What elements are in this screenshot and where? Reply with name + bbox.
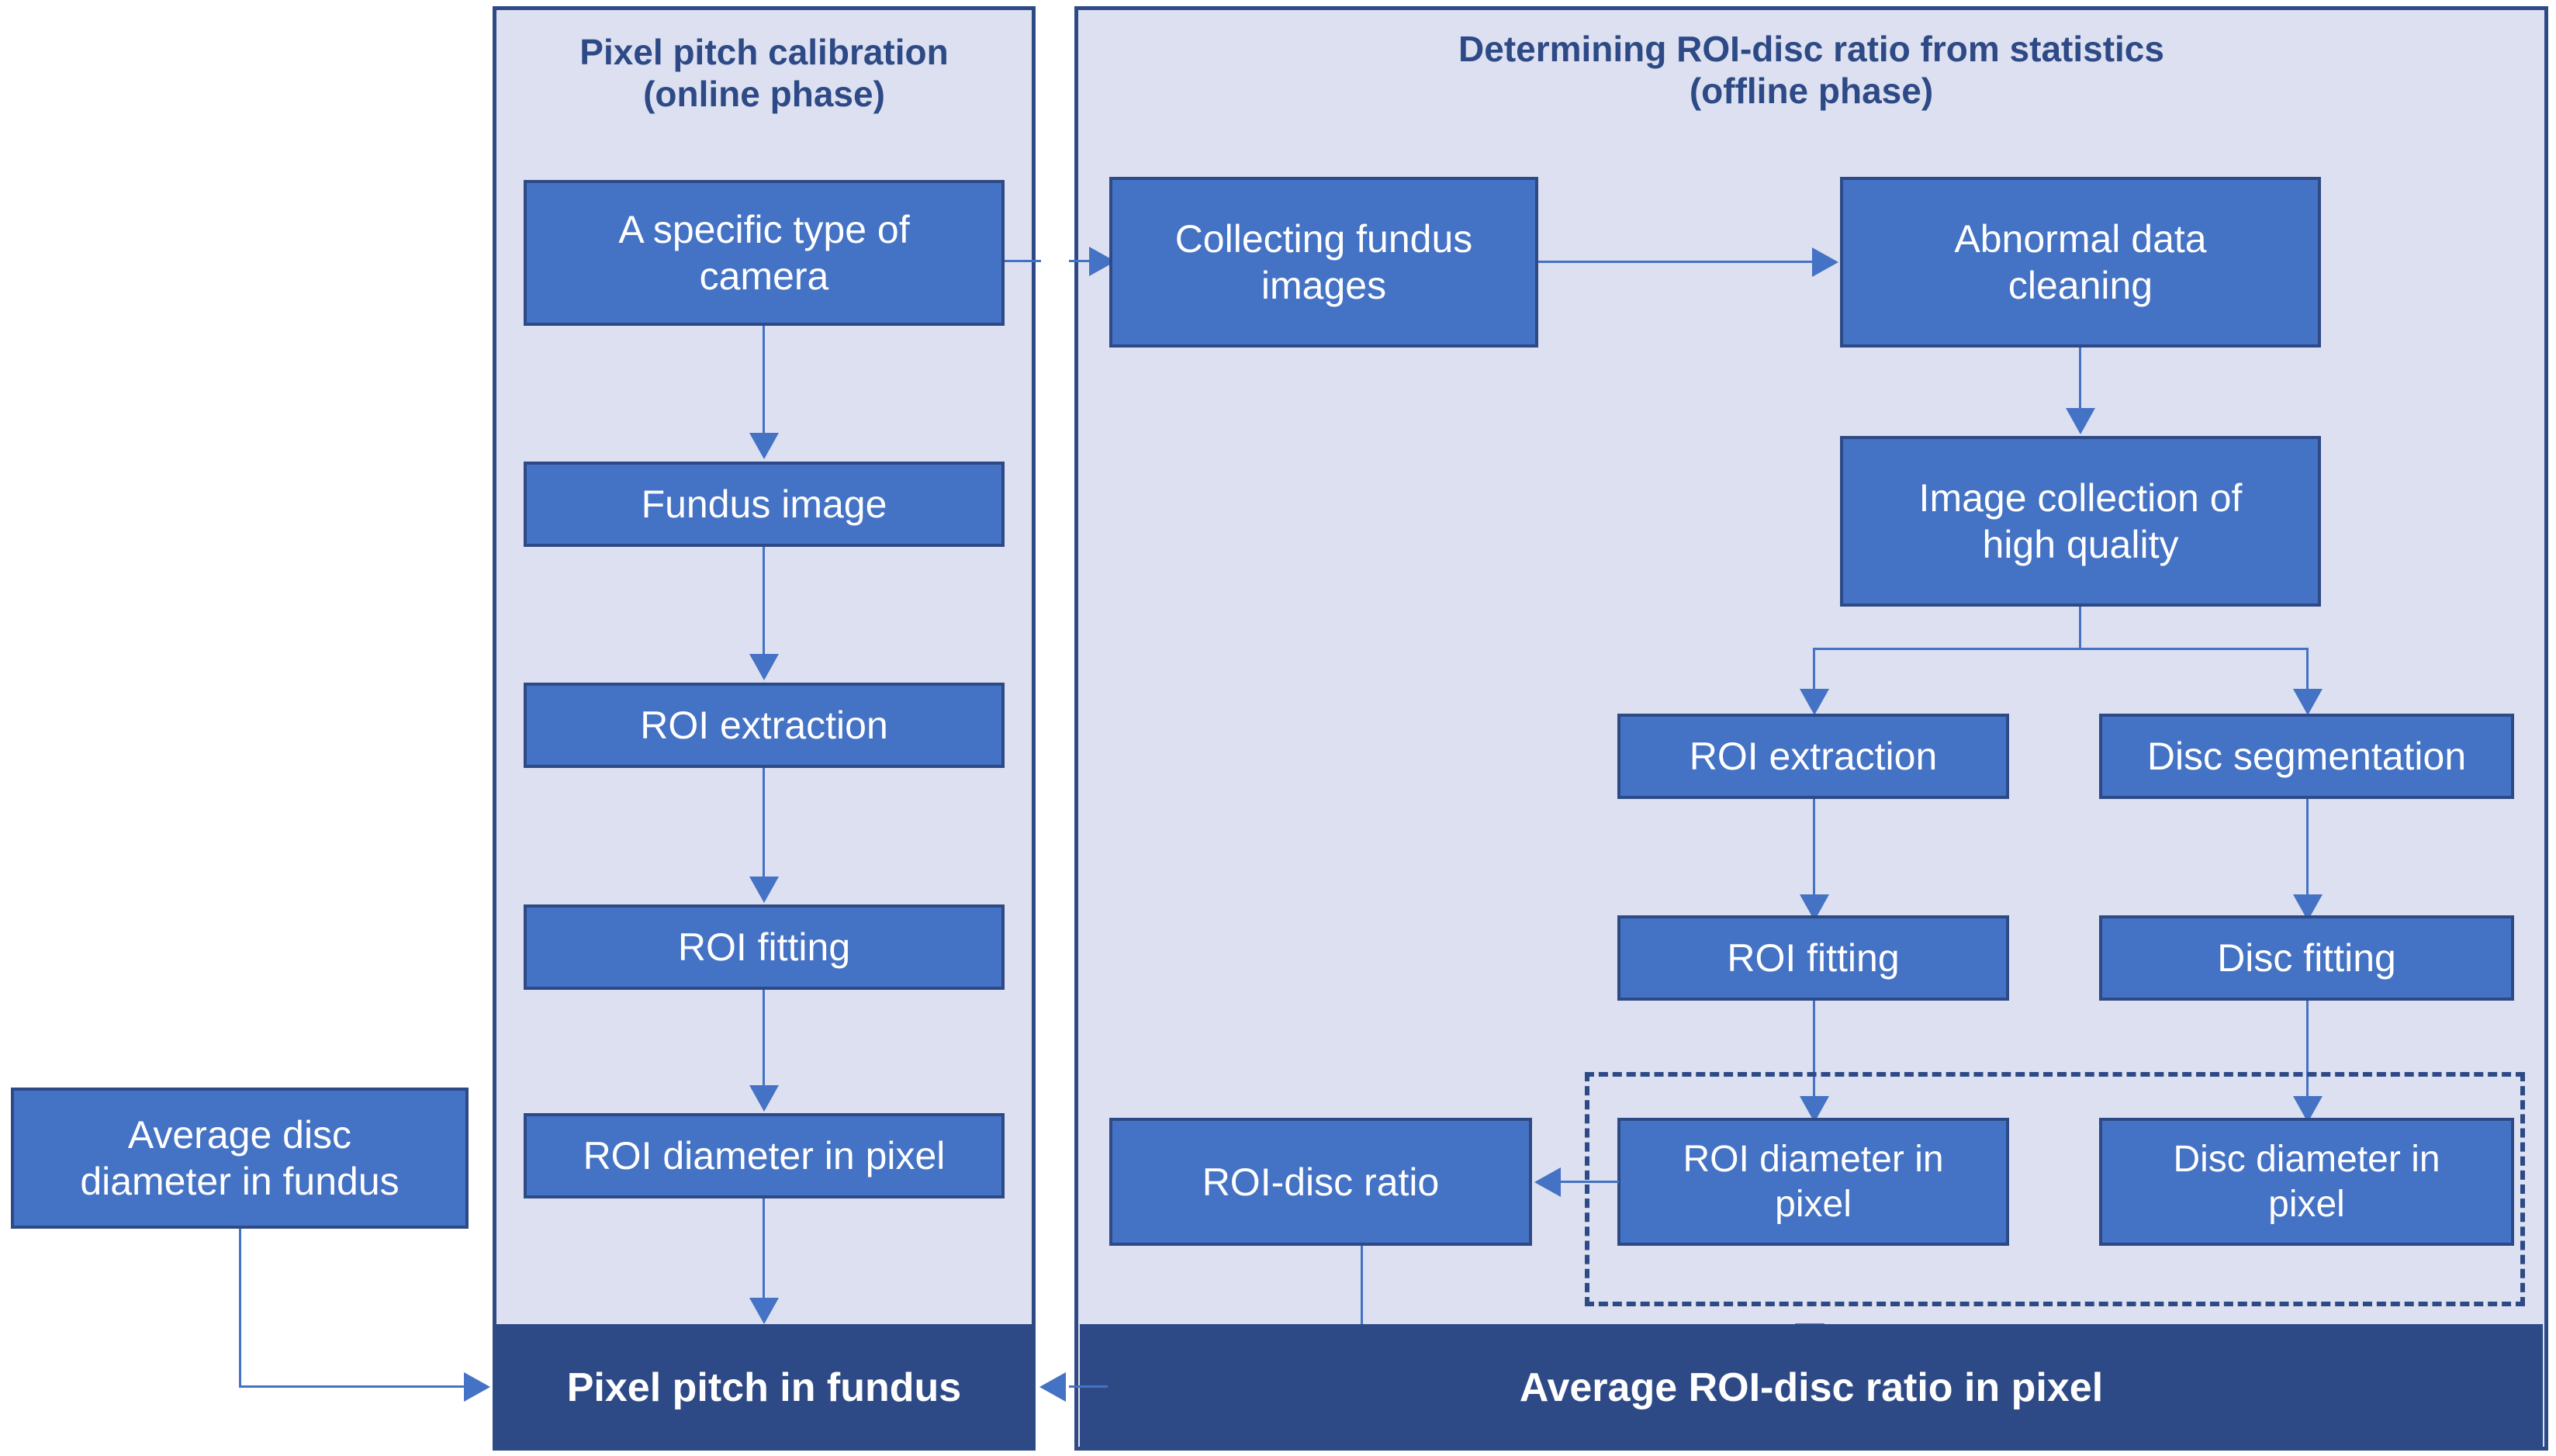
arrowhead-roiextract-to-roifit bbox=[749, 877, 779, 903]
box-disc-segmentation: Disc segmentation bbox=[2099, 714, 2514, 799]
arrowhead-camera-to-fundus bbox=[749, 433, 779, 459]
connector-roifit2-to-roidiam2 bbox=[1813, 1001, 1815, 1098]
connector-roiextract-to-roifit bbox=[763, 768, 765, 878]
connector-roidiscratio-vertical bbox=[1361, 1246, 1363, 1385]
connector-collecting-to-cleaning bbox=[1538, 261, 1814, 263]
box-average-disc-diameter: Average disc diameter in fundus bbox=[11, 1088, 469, 1229]
arrowhead-collecting-to-cleaning bbox=[1812, 247, 1838, 277]
box-collecting-fundus-images: Collecting fundus images bbox=[1109, 177, 1538, 348]
box-roi-extraction: ROI extraction bbox=[524, 683, 1005, 768]
connector-split-right-drop bbox=[2306, 648, 2309, 690]
box-roi-diameter-pixel: ROI diameter in pixel bbox=[524, 1113, 1005, 1198]
connector-camera-to-collecting-b bbox=[1069, 260, 1108, 262]
bar-average-roi-disc-ratio: Average ROI-disc ratio in pixel bbox=[1080, 1324, 2543, 1451]
connector-roiextract2-to-roifit2 bbox=[1813, 799, 1815, 896]
arrowhead-avgdisc-to-pixelpitch bbox=[464, 1372, 490, 1402]
box-camera: A specific type of camera bbox=[524, 180, 1005, 326]
arrowhead-roidiam-to-pixelpitch bbox=[749, 1298, 779, 1324]
arrowhead-roifit-to-roidiam bbox=[749, 1085, 779, 1112]
box-roi-diameter-in-pixel-2: ROI diameter in pixel bbox=[1617, 1118, 2009, 1246]
box-image-collection-high-quality: Image collection of high quality bbox=[1840, 436, 2321, 607]
connector-roidiam2-to-roidiscratio bbox=[1561, 1181, 1619, 1183]
connector-discfit-to-discdiam bbox=[2306, 1001, 2309, 1098]
connector-roidiam-to-pixelpitch bbox=[763, 1198, 765, 1299]
connector-split-left-drop bbox=[1813, 648, 1815, 690]
connector-fundus-to-roiextract bbox=[763, 547, 765, 655]
connector-cleaning-to-highquality bbox=[2079, 348, 2081, 410]
connector-highquality-stem bbox=[2079, 607, 2081, 649]
box-disc-diameter-in-pixel: Disc diameter in pixel bbox=[2099, 1118, 2514, 1246]
box-disc-fitting: Disc fitting bbox=[2099, 915, 2514, 1001]
arrowhead-split-to-discsegmentation bbox=[2293, 689, 2323, 715]
arrowhead-avgratio-to-pixelpitch bbox=[1039, 1372, 1066, 1402]
box-roi-disc-ratio: ROI-disc ratio bbox=[1109, 1118, 1532, 1246]
arrowhead-fundus-to-roiextract bbox=[749, 654, 779, 680]
connector-avgratio-to-pixelpitch bbox=[1069, 1385, 1108, 1388]
connector-discseg-to-discfit bbox=[2306, 799, 2309, 896]
panel-online-phase-title: Pixel pitch calibration (online phase) bbox=[579, 32, 949, 115]
box-roi-fitting-2: ROI fitting bbox=[1617, 915, 2009, 1001]
connector-roifit-to-roidiam bbox=[763, 990, 765, 1087]
bar-pixel-pitch-in-fundus: Pixel pitch in fundus bbox=[496, 1324, 1032, 1451]
arrowhead-cleaning-to-highquality bbox=[2066, 408, 2095, 434]
connector-avgdisc-vertical bbox=[239, 1229, 241, 1388]
panel-offline-phase-title: Determining ROI-disc ratio from statisti… bbox=[1458, 29, 2164, 112]
connector-highquality-split bbox=[1813, 648, 2308, 650]
connector-camera-to-fundus bbox=[763, 326, 765, 434]
arrowhead-split-to-roiextraction2 bbox=[1800, 689, 1829, 715]
box-fundus-image: Fundus image bbox=[524, 462, 1005, 547]
dashed-group-diameter-measurements bbox=[1585, 1072, 2525, 1306]
arrowhead-to-roi-disc-ratio bbox=[1534, 1167, 1561, 1197]
box-abnormal-data-cleaning: Abnormal data cleaning bbox=[1840, 177, 2321, 348]
box-roi-extraction-2: ROI extraction bbox=[1617, 714, 2009, 799]
connector-avgdisc-horizontal bbox=[239, 1385, 464, 1388]
box-roi-fitting: ROI fitting bbox=[524, 904, 1005, 990]
panel-gap-mask bbox=[1041, 11, 1069, 1446]
